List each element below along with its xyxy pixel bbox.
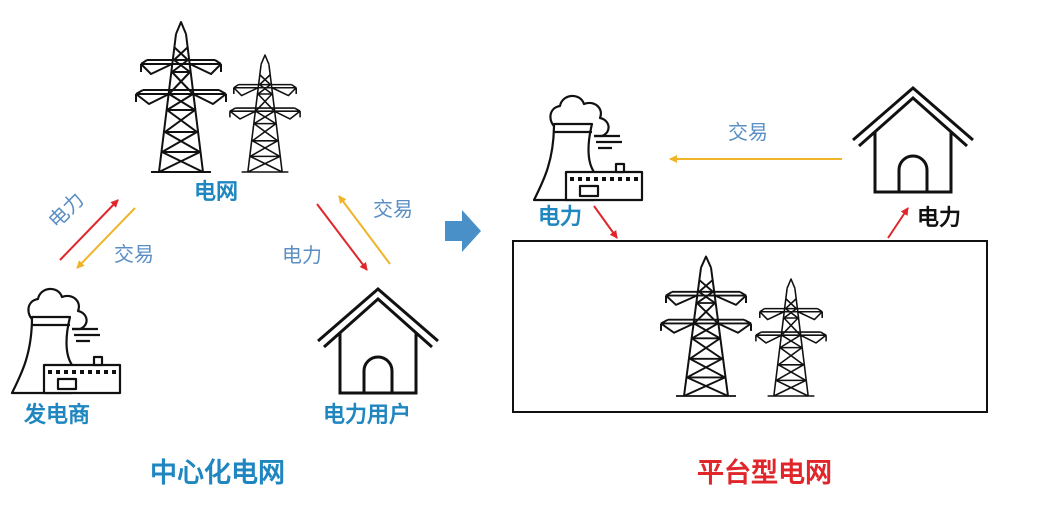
arrow-power-to-grid [59,199,119,261]
right-consumer-power-label: 电力 [917,206,962,231]
edge-power-right: 电力 [282,243,322,267]
producer-label: 发电商 [24,403,91,428]
arrow-power-platform-to-consumer [887,207,909,239]
right-producer-power-label: 电力 [538,205,583,230]
arrow-trade-to-producer [76,207,136,269]
right-trade-label: 交易 [728,120,768,144]
edge-trade-left: 交易 [114,242,154,266]
arrow-power-to-consumer [316,203,368,271]
right-house-icon [851,86,975,194]
left-grid-towers [135,21,301,173]
arrow-trade-to-grid [338,195,391,265]
right-power-plant-icon [532,94,644,202]
transition-arrow [445,210,481,252]
left-power-plant-icon [10,287,122,395]
right-grid-towers [660,255,827,397]
left-diagram-title: 中心化电网 [150,458,285,489]
consumer-label: 电力用户 [323,403,412,428]
left-house-icon [316,287,440,395]
arrow-power-producer-to-platform [593,205,618,239]
edge-trade-right: 交易 [373,197,413,221]
grid-label: 电网 [194,180,239,205]
right-diagram-title: 平台型电网 [697,458,832,489]
platform-box [512,240,988,413]
